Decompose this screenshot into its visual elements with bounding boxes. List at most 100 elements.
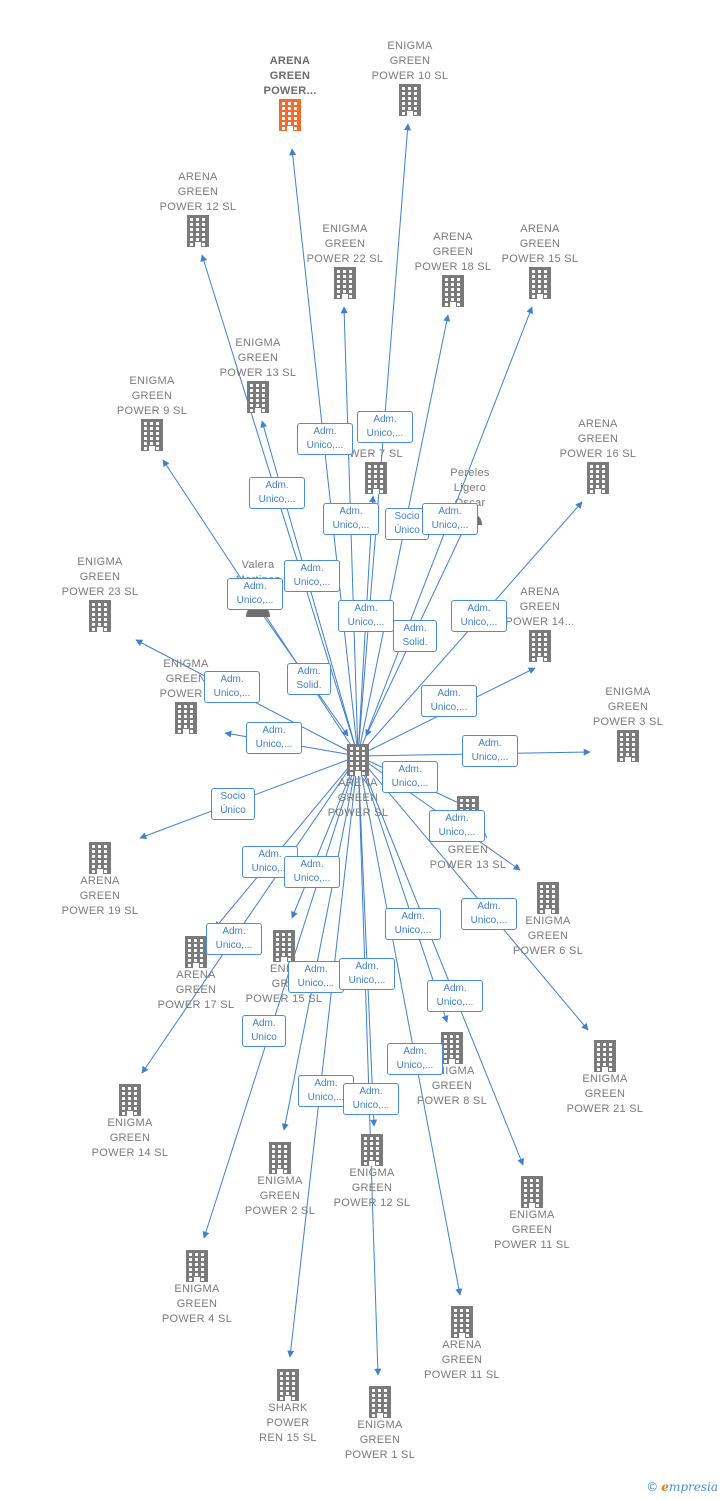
node-enigma3[interactable]: ENIGMA GREEN POWER 3 SL [568, 685, 688, 762]
edge-center-enigma21 [357, 755, 589, 1031]
building-icon [198, 381, 318, 413]
building-icon [230, 99, 350, 131]
edge-label[interactable]: Adm. Unico,... [422, 503, 478, 535]
node-label: ENIGMA GREEN POWER 23 SL [61, 556, 139, 598]
edge-label[interactable]: Socio Único [385, 508, 429, 540]
building-icon [40, 600, 160, 632]
edge-label[interactable]: Adm. Unico,... [387, 1043, 443, 1075]
node-shark15[interactable]: SHARK POWER REN 15 SL [228, 1369, 348, 1446]
edge-label[interactable]: Adm. Unico,... [288, 961, 344, 993]
edge-label[interactable]: Adm. Unico,... [323, 503, 379, 535]
edge-label[interactable]: Adm. Unico,... [421, 685, 477, 717]
building-icon [316, 462, 436, 494]
edge-center-enigma8 [357, 755, 449, 1023]
node-enigma22[interactable]: ENIGMA GREEN POWER 22 SL [285, 222, 405, 299]
node-label: ARENA GREEN POWER 12 SL [159, 171, 237, 213]
node-label: ENIGMA GREEN POWER 1 SL [344, 1419, 416, 1461]
building-icon [285, 267, 405, 299]
node-enigma1[interactable]: ENIGMA GREEN POWER 1 SL [320, 1386, 440, 1463]
edge-label[interactable]: Adm. Unico,... [462, 735, 518, 767]
edge-center-enigma15 [291, 755, 359, 919]
node-label: ENIGMA GREEN POWER 4 SL [161, 1283, 233, 1325]
node-arena11[interactable]: ARENA GREEN POWER 11 SL [402, 1306, 522, 1383]
edge-label[interactable]: Adm. Unico,... [284, 560, 340, 592]
node-arena17[interactable]: ARENA GREEN POWER 17 SL [136, 936, 256, 1013]
edge-label[interactable]: Adm. Solid. [287, 663, 331, 695]
node-enigma9[interactable]: ENIGMA GREEN POWER 9 SL [92, 374, 212, 451]
node-hidden7[interactable]: E WER 7 SL [316, 432, 436, 494]
node-arena_power_top[interactable]: ARENA GREEN POWER... [230, 54, 350, 131]
building-icon [568, 730, 688, 762]
node-label: ENIGMA GREEN POWER 10 SL [371, 40, 449, 82]
edge-label[interactable]: Socio Único [211, 788, 255, 820]
building-icon [350, 84, 470, 116]
edge-label[interactable]: Adm. Unico,... [284, 856, 340, 888]
node-enigma14[interactable]: ENIGMA GREEN POWER 14 SL [70, 1084, 190, 1161]
building-icon [538, 462, 658, 494]
edge-label[interactable]: Adm. Unico [242, 1015, 286, 1047]
node-enigma23[interactable]: ENIGMA GREEN POWER 23 SL [40, 555, 160, 632]
node-arena18[interactable]: ARENA GREEN POWER 18 SL [393, 230, 513, 307]
building-icon [298, 744, 418, 776]
edge-label[interactable]: Adm. Unico,... [227, 578, 283, 610]
building-icon [480, 267, 600, 299]
building-icon [92, 419, 212, 451]
edge-label[interactable]: Adm. Unico,... [461, 898, 517, 930]
edge-label[interactable]: Adm. Unico,... [338, 600, 394, 632]
brand-initial: e [661, 1480, 669, 1494]
node-label: ARENA GREEN POWER... [263, 55, 317, 97]
node-enigma4[interactable]: ENIGMA GREEN POWER 4 SL [137, 1250, 257, 1327]
building-icon [392, 1032, 512, 1064]
edge-label[interactable]: Adm. Unico,... [357, 411, 413, 443]
node-label: ARENA GREEN POWER 16 SL [559, 418, 637, 460]
node-label: ENIGMA GREEN POWER 21 SL [566, 1073, 644, 1115]
edge-label[interactable]: Adm. Solid. [393, 620, 437, 652]
node-label: ENIGMA GREEN POWER 3 SL [592, 686, 664, 728]
building-icon [137, 1250, 257, 1282]
edge-center-enigma11 [357, 755, 524, 1166]
edge-label[interactable]: Adm. Unico,... [297, 423, 353, 455]
building-icon [472, 1176, 592, 1208]
node-label: ENIGMA GREEN POWER 22 SL [306, 223, 384, 265]
edge-label[interactable]: Adm. Unico,... [339, 958, 395, 990]
node-enigma2[interactable]: ENIGMA GREEN POWER 2 SL [220, 1142, 340, 1219]
node-label: SHARK POWER REN 15 SL [259, 1402, 317, 1444]
edge-label[interactable]: Adm. Unico,... [343, 1083, 399, 1115]
edge-center-enigma2 [281, 755, 359, 1131]
edge-label[interactable]: Adm. Unico,... [385, 908, 441, 940]
building-icon [138, 215, 258, 247]
node-label: ARENA GREEN POWER 17 SL [157, 969, 235, 1011]
edge-label[interactable]: Adm. Unico,... [206, 923, 262, 955]
building-icon [40, 842, 160, 874]
building-icon [393, 275, 513, 307]
node-label: ARENA GREEN POWER 14... [505, 586, 575, 628]
edge-label[interactable]: Adm. Unico,... [382, 761, 438, 793]
edge-center-enigma14 [141, 755, 359, 1074]
node-enigma11[interactable]: ENIGMA GREEN POWER 11 SL [472, 1176, 592, 1253]
copyright-symbol: © [646, 1480, 659, 1494]
edge-label[interactable]: Adm. Unico,... [451, 600, 507, 632]
building-icon [220, 1142, 340, 1174]
node-arena15[interactable]: ARENA GREEN POWER 15 SL [480, 222, 600, 299]
node-arena14[interactable]: ARENA GREEN POWER 14... [480, 585, 600, 662]
edge-label[interactable]: Adm. Unico,... [204, 671, 260, 703]
node-enigma6[interactable]: ENIGMA GREEN POWER 6 SL [488, 882, 608, 959]
node-enigma10[interactable]: ENIGMA GREEN POWER 10 SL [350, 39, 470, 116]
edge-label[interactable]: Adm. Unico,... [429, 810, 485, 842]
edge-label[interactable]: Adm. Unico,... [249, 477, 305, 509]
node-arena19[interactable]: ARENA GREEN POWER 19 SL [40, 842, 160, 919]
edge-label[interactable]: Adm. Unico,... [246, 722, 302, 754]
node-arena12[interactable]: ARENA GREEN POWER 12 SL [138, 170, 258, 247]
node-enigma21[interactable]: ENIGMA GREEN POWER 21 SL [545, 1040, 665, 1117]
node-enigma5[interactable]: ENIGMA GREEN POWER 5 [126, 657, 246, 734]
node-center[interactable]: ARENA GREEN POWER SL [298, 744, 418, 821]
empresia-watermark: ©empresia [646, 1480, 718, 1494]
node-label: ENIGMA GREEN POWER 11 SL [494, 1209, 570, 1251]
edge-center-enigma4 [202, 755, 359, 1239]
node-arena16[interactable]: ARENA GREEN POWER 16 SL [538, 417, 658, 494]
edge-label[interactable]: Adm. Unico,... [427, 980, 483, 1012]
building-icon [480, 630, 600, 662]
node-enigma13[interactable]: ENIGMA GREEN POWER 13 SL [198, 336, 318, 413]
node-enigma12[interactable]: ENIGMA GREEN POWER 12 SL [312, 1134, 432, 1211]
